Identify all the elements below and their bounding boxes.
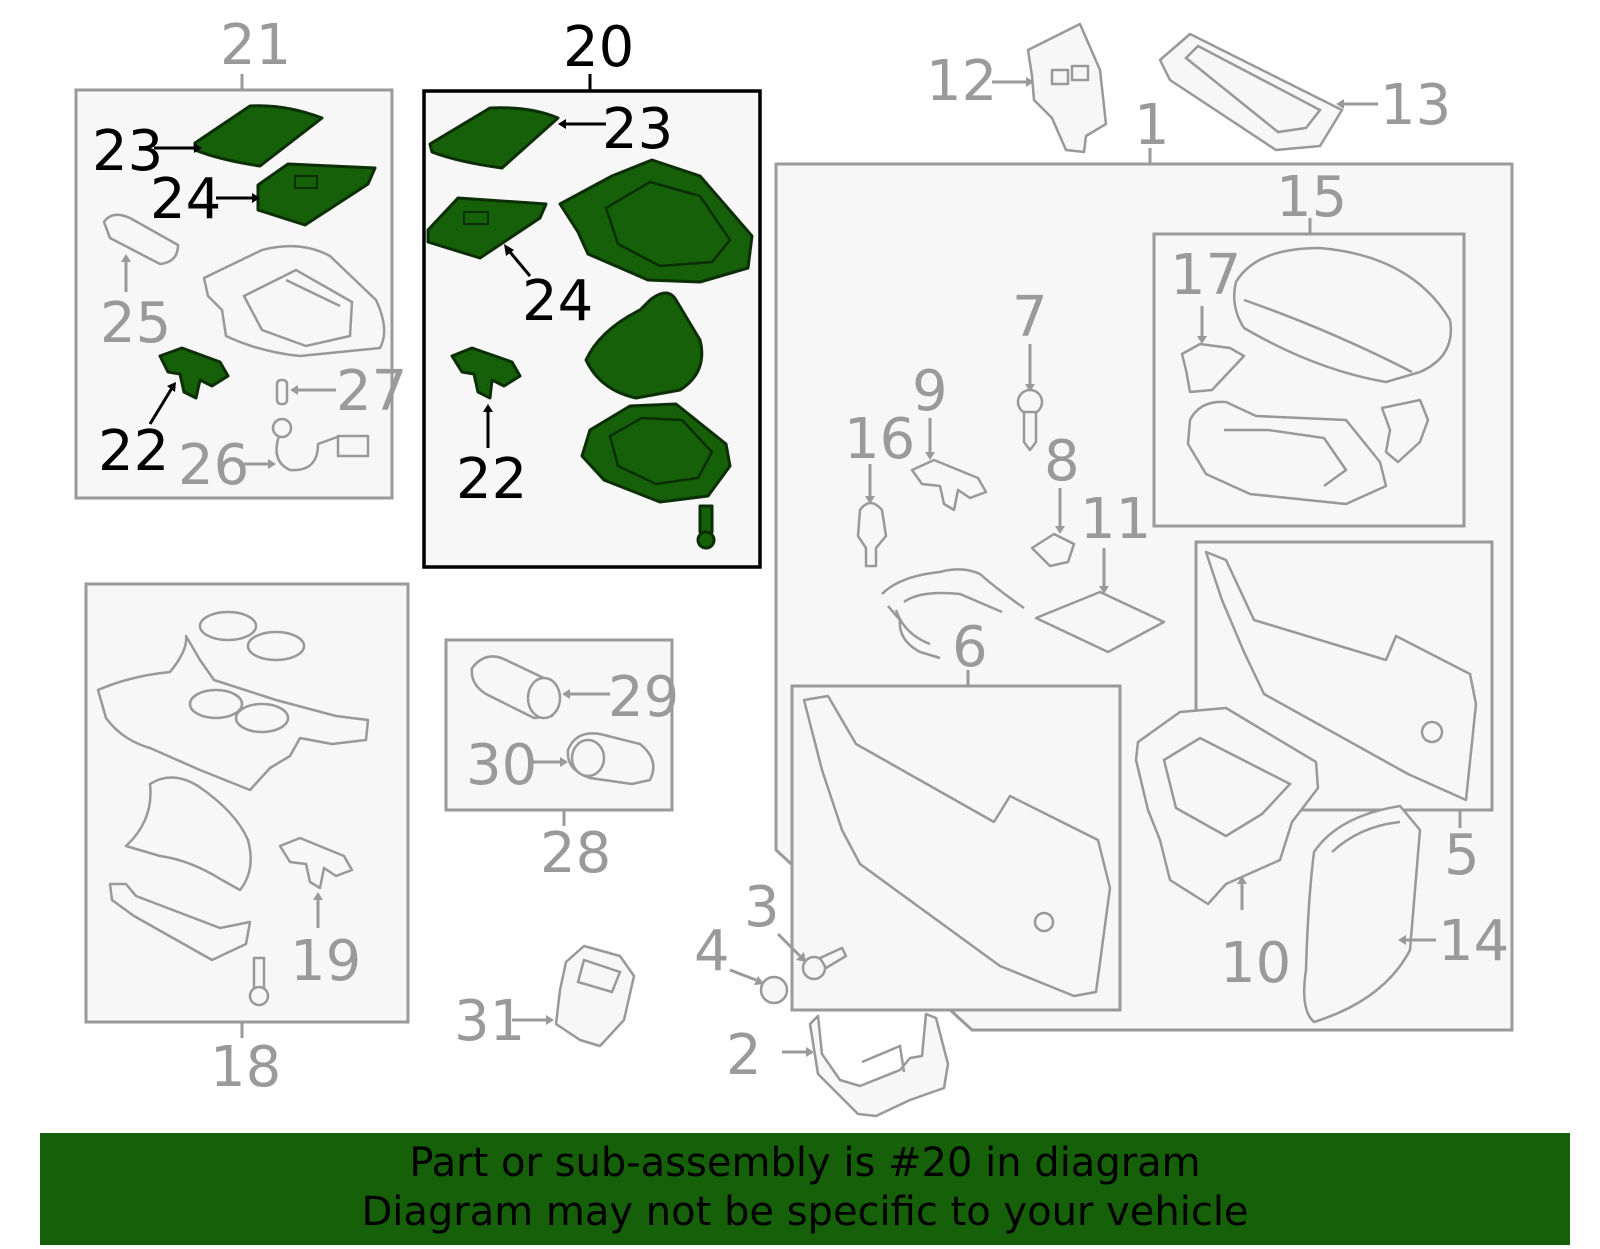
part-14-rear-panel: [1303, 804, 1422, 1024]
callout-27: 27: [336, 359, 407, 424]
banner-line-1: Part or sub-assembly is #20 in diagram: [409, 1140, 1201, 1186]
part-4-grommet: [759, 975, 789, 1005]
part-14-group: 14: [1303, 804, 1509, 1024]
callout-21-24: 24: [150, 167, 221, 232]
group-18: 18 19: [84, 582, 410, 1100]
part-13-group: 13: [1158, 32, 1451, 152]
callout-7: 7: [1012, 285, 1048, 350]
callout-30: 30: [466, 733, 537, 798]
callout-21: 21: [220, 13, 291, 78]
callout-5: 5: [1444, 823, 1480, 888]
notice-banner: Part or sub-assembly is #20 in diagram D…: [40, 1133, 1570, 1245]
part-2-bracket: [808, 1012, 950, 1118]
group-21: 21 23 24 25 27: [74, 13, 407, 500]
part-18-cup-ring-2: [246, 630, 306, 662]
callout-20-22: 22: [456, 447, 527, 512]
callout-29: 29: [608, 665, 679, 730]
part-duct: [881, 568, 1025, 660]
part-19-bracket: [278, 836, 354, 890]
part-21-22-bracket: [158, 346, 230, 400]
part-18-trim: [124, 776, 252, 892]
part-6-side-panel: [802, 694, 1112, 998]
part-10-console-bin: [1134, 706, 1320, 906]
group-28: 28 29 30: [444, 638, 679, 886]
part-20-22-bracket: [450, 346, 522, 400]
part-9-bracket: [910, 458, 988, 512]
callout-26: 26: [178, 433, 249, 498]
callout-3: 3: [744, 875, 780, 940]
part-20-23-lid: [428, 106, 560, 170]
part-21-bezel: [202, 244, 386, 358]
callout-28: 28: [540, 821, 611, 886]
part-12-group: 12: [926, 22, 1108, 154]
part-15-latch: [1380, 398, 1430, 464]
part-7-screw: [1016, 388, 1044, 416]
part-15-bin: [1186, 400, 1388, 506]
callout-14: 14: [1438, 909, 1509, 974]
callout-21-23: 23: [92, 119, 163, 184]
part-27-bulb: [275, 378, 289, 406]
part-5-side-panel: [1204, 550, 1478, 802]
part-16-clip: [856, 501, 888, 568]
callout-1: 1: [1134, 93, 1170, 158]
callout-16: 16: [844, 407, 915, 472]
part-18-lower-trim: [108, 882, 252, 962]
banner-line-2: Diagram may not be specific to your vehi…: [361, 1189, 1249, 1235]
callout-20: 20: [563, 15, 634, 80]
callout-18: 18: [210, 1035, 281, 1100]
part-20-24-switch-panel: [426, 196, 548, 260]
callout-13: 13: [1380, 73, 1451, 138]
part-4-group: 4: [694, 919, 789, 1005]
callout-17: 17: [1170, 243, 1241, 308]
part-12-bracket: [1026, 22, 1108, 154]
part-25-trim: [102, 213, 180, 266]
callout-12: 12: [926, 49, 997, 114]
part-31-group: 31: [454, 944, 636, 1054]
callout-15: 15: [1276, 165, 1347, 230]
callout-31: 31: [454, 989, 525, 1054]
part-3-group: 3: [744, 875, 848, 981]
part-15-armrest-lid: [1233, 246, 1453, 384]
part-17-hinge: [1180, 342, 1246, 394]
part-8-nut: [1030, 532, 1076, 568]
callout-20-24: 24: [522, 269, 593, 334]
callout-2: 2: [726, 1023, 762, 1088]
callout-10: 10: [1220, 931, 1291, 996]
part-20-shift-boot: [584, 291, 704, 400]
part-21-23-lid: [193, 104, 324, 168]
callout-11: 11: [1080, 487, 1151, 552]
callout-6: 6: [952, 615, 988, 680]
group-18-frame: [84, 582, 410, 1024]
part-18-cup-ring-1: [198, 610, 258, 642]
part-31-switch: [554, 944, 636, 1048]
callout-21-22: 22: [98, 419, 169, 484]
part-11-pad: [1034, 590, 1166, 654]
callout-9: 9: [912, 359, 948, 424]
callout-19: 19: [290, 929, 361, 994]
callout-8: 8: [1044, 429, 1080, 494]
part-2-group: 2: [726, 1012, 950, 1118]
part-21-24-switch-panel: [256, 162, 377, 227]
group-20: 20 23 24 22: [422, 15, 762, 569]
part-20-shift-bezel: [558, 158, 754, 284]
callout-25: 25: [100, 291, 171, 356]
callout-20-23: 23: [602, 97, 673, 162]
group-1: 1 15 17 7 9 16 8 11: [774, 93, 1514, 1032]
part-13-tray: [1158, 32, 1344, 152]
part-26-harness: [275, 427, 341, 472]
callout-4: 4: [694, 919, 730, 984]
